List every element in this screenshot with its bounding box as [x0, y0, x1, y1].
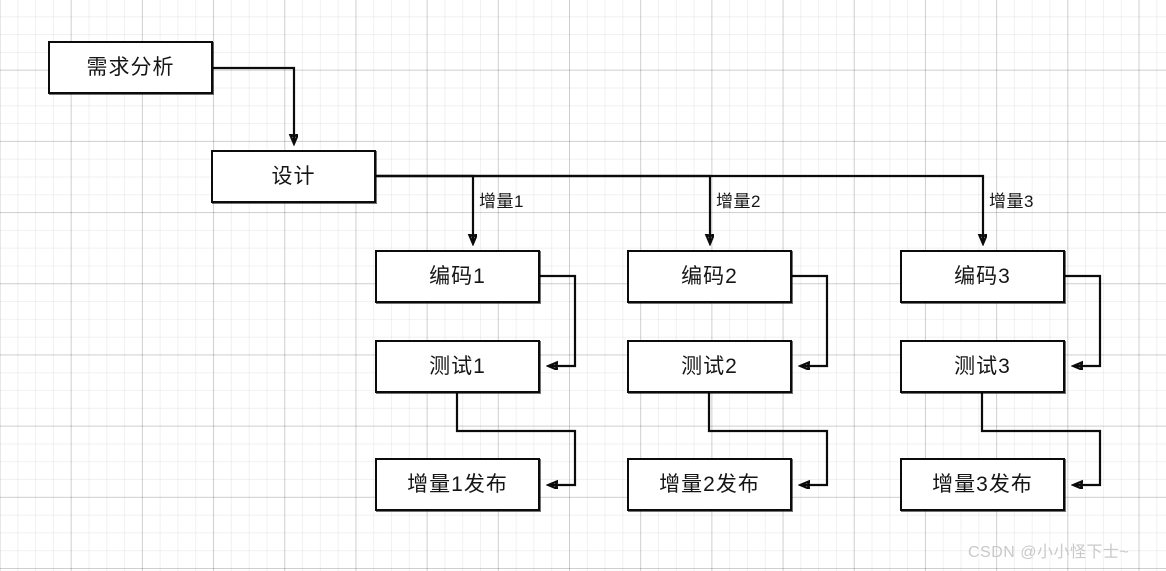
node-code2[interactable]: 编码2: [627, 250, 792, 303]
edge-code1-to-test1: [540, 274, 577, 366]
edge-label-increment1: 增量1: [479, 192, 524, 211]
watermark: CSDN @小小怪下士~: [968, 544, 1130, 561]
node-label: 编码2: [681, 265, 738, 288]
node-label: 编码1: [429, 265, 486, 288]
node-label: 设计: [271, 165, 316, 188]
node-label: 增量2发布: [659, 473, 760, 496]
node-label: 测试1: [429, 355, 486, 378]
edge-design-to-code1: [376, 174, 473, 243]
node-test3[interactable]: 测试3: [900, 340, 1065, 393]
node-label: 增量1发布: [407, 473, 508, 496]
edge-design-to-code2: [376, 174, 710, 243]
node-code1[interactable]: 编码1: [375, 250, 540, 303]
edge-label-increment2: 增量2: [716, 192, 761, 211]
node-test1[interactable]: 测试1: [375, 340, 540, 393]
edge-requirements-to-design: [213, 66, 294, 143]
node-label: 测试3: [954, 355, 1011, 378]
node-label: 编码3: [954, 265, 1011, 288]
edge-code2-to-test2: [792, 274, 829, 366]
node-release1[interactable]: 增量1发布: [375, 458, 540, 511]
edge-code3-to-test3: [1065, 274, 1102, 366]
node-release2[interactable]: 增量2发布: [627, 458, 792, 511]
node-test2[interactable]: 测试2: [627, 340, 792, 393]
node-label: 需求分析: [86, 56, 175, 79]
node-code3[interactable]: 编码3: [900, 250, 1065, 303]
edge-design-to-code3: [376, 174, 983, 243]
node-release3[interactable]: 增量3发布: [900, 458, 1065, 511]
node-label: 测试2: [681, 355, 738, 378]
node-requirements[interactable]: 需求分析: [48, 41, 213, 94]
edge-label-increment3: 增量3: [989, 192, 1034, 211]
node-design[interactable]: 设计: [211, 150, 376, 203]
node-label: 增量3发布: [932, 473, 1033, 496]
